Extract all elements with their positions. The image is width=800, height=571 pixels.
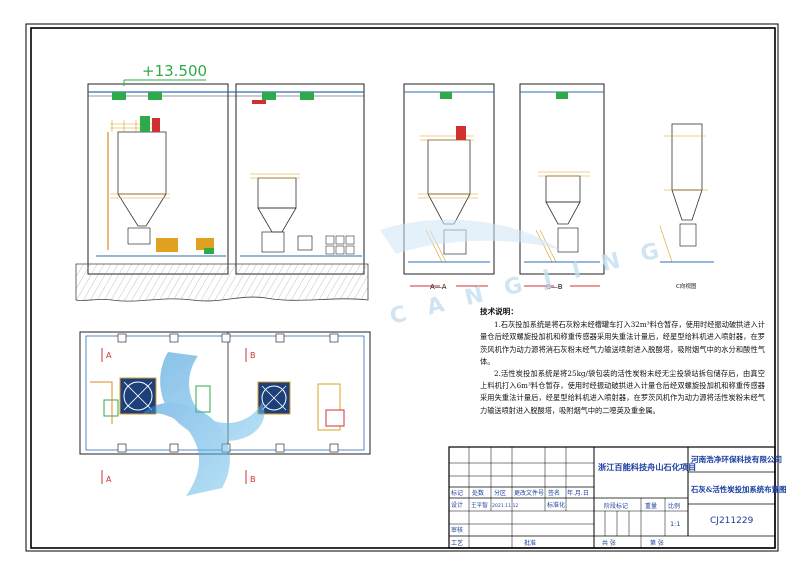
tb-process: 工艺: [451, 539, 463, 547]
drawing-title: 石灰&活性炭投加系统布置图: [690, 485, 786, 494]
tb-design: 设计: [451, 501, 463, 509]
project-name: 浙江百能科技舟山石化项目: [598, 462, 696, 472]
tb-sheet-no: 第 张: [650, 539, 664, 547]
sheet-frame: [25, 23, 779, 552]
tb-sign: 签名: [548, 489, 560, 497]
tb-weight: 重量: [645, 502, 657, 510]
section-b-b: B—B: [519, 83, 605, 291]
tb-stage-mark: 阶段标记: [604, 502, 628, 510]
tb-approve: 批准: [524, 539, 536, 547]
plan-label-b-bottom: B: [250, 475, 256, 484]
plan-label-a-top: A: [106, 351, 112, 360]
elevation-marker: +13.500: [142, 62, 207, 80]
view-c: C向视图: [659, 123, 714, 290]
company-name: 河南浩净环保科技有限公司: [691, 454, 782, 464]
plan-label-a-bottom: A: [106, 475, 112, 484]
drawing-number: CJ211229: [710, 516, 754, 526]
tb-scale-value: 1:1: [670, 520, 680, 528]
section-caption-a: A—A: [430, 283, 447, 291]
tb-design-date: 2021.11.12: [492, 503, 518, 509]
tb-standardize: 标准化: [547, 501, 565, 509]
section-caption-c: C向视图: [676, 282, 697, 290]
title-block: [448, 446, 776, 549]
section-caption-b: B—B: [546, 283, 563, 291]
tb-scale: 比例: [668, 502, 680, 510]
tb-mark: 标记: [451, 489, 463, 497]
tb-change-doc: 更改文件号: [514, 489, 544, 497]
tb-review: 审核: [451, 526, 463, 534]
tb-sheets-total: 共 张: [602, 539, 616, 547]
technical-notes: 技术说明： 1.石灰投加系统是将石灰粉末经槽罐车打入32m³料仓暂存，使用时经振…: [480, 306, 765, 417]
elevation-lime-system: +13.500: [75, 62, 369, 302]
tb-count: 处数: [472, 489, 484, 497]
notes-heading: 技术说明：: [480, 307, 518, 316]
tb-designer: 王平智: [471, 501, 488, 509]
tb-zone: 分区: [494, 489, 506, 497]
notes-paragraph-carbon: 2.活性炭投加系统是将25kg/袋包装的活性炭粉末经无尘投袋站拆包储存后，由真空…: [480, 369, 765, 415]
section-a-a: A—A: [403, 83, 495, 291]
plan-view: A B A B: [79, 331, 371, 484]
notes-paragraph-lime: 1.石灰投加系统是将石灰粉末经槽罐车打入32m³料仓暂存，使用时经振动破拱进入计…: [480, 320, 765, 366]
tb-date: 年.月.日: [567, 489, 589, 497]
watermark-logo: [142, 219, 560, 496]
plan-label-b-top: B: [250, 351, 256, 360]
